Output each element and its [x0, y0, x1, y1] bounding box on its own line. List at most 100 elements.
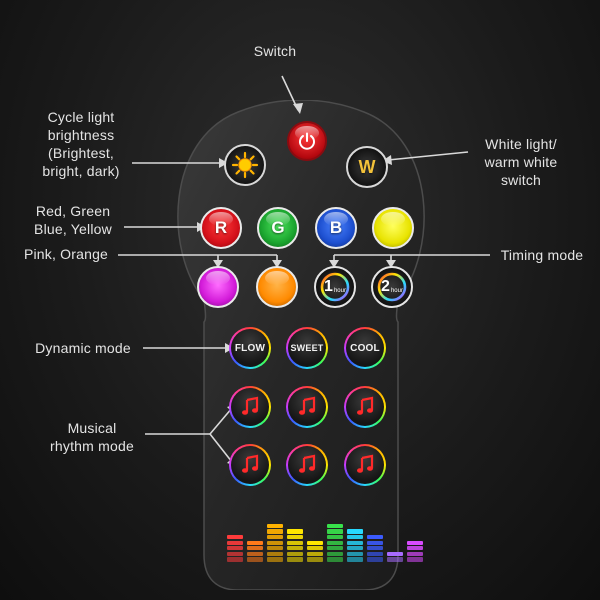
equalizer-segment: [287, 529, 303, 534]
timer-1-hour-button[interactable]: 1 hour: [314, 266, 356, 308]
equalizer-segment: [367, 535, 383, 540]
music-note-icon: [357, 396, 374, 415]
equalizer-segment: [407, 557, 423, 562]
label-cycle-line-1: Cycle light: [47, 109, 115, 125]
label-musical-rhythm: Musical rhythm mode: [42, 419, 142, 455]
equalizer-segment: [327, 535, 343, 540]
label-cycle-line-3: (Brightest,: [48, 145, 114, 161]
equalizer-segment: [247, 557, 263, 562]
timer-2-number: 2: [381, 278, 390, 295]
equalizer-segment: [227, 551, 243, 556]
equalizer-segment: [307, 551, 323, 556]
equalizer-segment: [347, 557, 363, 562]
equalizer-segment: [287, 540, 303, 545]
equalizer-segment: [247, 546, 263, 551]
label-rgb-line-2: Blue, Yellow: [34, 221, 112, 237]
music-rhythm-button-1[interactable]: [229, 386, 271, 428]
cool-button[interactable]: COOL: [344, 327, 386, 369]
sun-icon: [231, 151, 259, 179]
equalizer-segment: [227, 540, 243, 545]
music-rhythm-button-6[interactable]: [344, 444, 386, 486]
timer-ring-icon: [377, 272, 407, 302]
equalizer-segment: [407, 551, 423, 556]
equalizer-segment: [267, 557, 283, 562]
music-note-icon: [242, 396, 259, 415]
equalizer-segment: [287, 546, 303, 551]
equalizer-segment: [347, 546, 363, 551]
flow-button[interactable]: FLOW: [229, 327, 271, 369]
label-cycle-line-4: bright, dark): [42, 163, 120, 179]
music-rhythm-button-4[interactable]: [229, 444, 271, 486]
timer-1-number: 1: [324, 278, 333, 295]
equalizer-segment: [367, 551, 383, 556]
power-icon: [299, 132, 315, 150]
music-rhythm-button-2[interactable]: [286, 386, 328, 428]
equalizer-segment: [287, 557, 303, 562]
label-pink-orange: Pink, Orange: [23, 246, 109, 262]
orange-button[interactable]: [256, 266, 298, 308]
equalizer-segment: [287, 551, 303, 556]
pink-button[interactable]: [197, 266, 239, 308]
equalizer-segment: [327, 529, 343, 534]
equalizer-segment: [327, 546, 343, 551]
equalizer-segment: [307, 546, 323, 551]
timer-2-hour-button[interactable]: 2 hour: [371, 266, 413, 308]
sweet-label: SWEET: [288, 329, 326, 367]
equalizer-segment: [267, 551, 283, 556]
label-white-line-1: White light/: [485, 136, 557, 152]
music-button-face: [346, 388, 384, 426]
equalizer-segment: [227, 546, 243, 551]
music-button-face: [288, 446, 326, 484]
green-button[interactable]: G: [257, 207, 299, 249]
equalizer-segment: [347, 551, 363, 556]
music-rhythm-button-3[interactable]: [344, 386, 386, 428]
red-button[interactable]: R: [200, 207, 242, 249]
equalizer-segment: [347, 529, 363, 534]
music-button-face: [231, 388, 269, 426]
label-musical-line-1: Musical: [67, 420, 117, 436]
equalizer-segment: [247, 551, 263, 556]
equalizer-segment: [407, 546, 423, 551]
equalizer-segment: [267, 546, 283, 551]
equalizer-segment: [247, 540, 263, 545]
white-light-button[interactable]: W: [346, 146, 388, 188]
equalizer-segment: [327, 551, 343, 556]
label-dynamic-mode: Dynamic mode: [35, 340, 131, 356]
label-white-line-2: warm white: [484, 154, 558, 170]
music-note-icon: [299, 396, 316, 415]
equalizer-segment: [307, 557, 323, 562]
timer-ring-icon: [320, 272, 350, 302]
music-rhythm-button-5[interactable]: [286, 444, 328, 486]
timer-1-unit: hour: [333, 288, 346, 294]
equalizer-segment: [267, 529, 283, 534]
equalizer-segment: [327, 557, 343, 562]
blue-button[interactable]: B: [315, 207, 357, 249]
label-white-line-3: switch: [500, 172, 542, 188]
cool-label: COOL: [346, 329, 384, 367]
music-note-icon: [299, 454, 316, 473]
label-cycle-brightness: Cycle light brightness (Brightest, brigh…: [26, 108, 136, 180]
equalizer-segment: [267, 523, 283, 528]
power-button[interactable]: [287, 121, 327, 161]
equalizer-segment: [347, 535, 363, 540]
label-white-light: White light/ warm white switch: [466, 135, 576, 189]
equalizer-segment: [307, 540, 323, 545]
blue-letter: B: [329, 218, 343, 237]
music-button-face: [288, 388, 326, 426]
flow-label: FLOW: [231, 329, 269, 367]
yellow-button[interactable]: [372, 207, 414, 249]
music-button-face: [346, 446, 384, 484]
label-rgb: Red, Green Blue, Yellow: [18, 202, 128, 238]
music-note-icon: [242, 454, 259, 473]
equalizer-segment: [327, 523, 343, 528]
equalizer-segment: [327, 540, 343, 545]
red-letter: R: [214, 218, 228, 237]
brightness-button[interactable]: [224, 144, 266, 186]
equalizer-segment: [287, 535, 303, 540]
equalizer-segment: [267, 540, 283, 545]
label-rgb-line-1: Red, Green: [35, 203, 111, 219]
label-musical-line-2: rhythm mode: [50, 438, 134, 454]
sweet-button[interactable]: SWEET: [286, 327, 328, 369]
equalizer-segment: [347, 540, 363, 545]
